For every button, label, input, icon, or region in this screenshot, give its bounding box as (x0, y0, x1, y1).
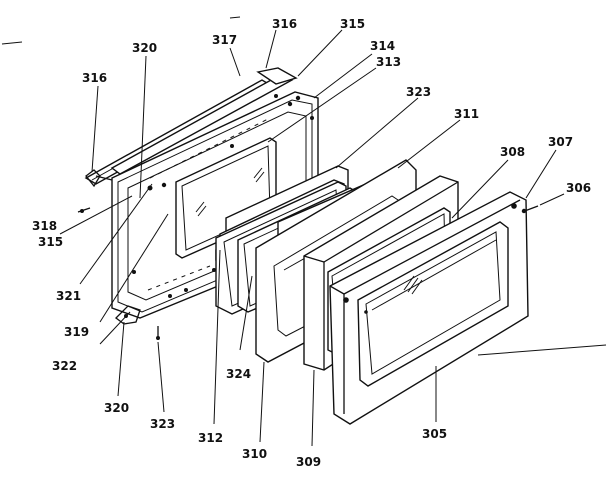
callout-317: 317 (212, 33, 237, 47)
callout-311: 311 (454, 107, 479, 121)
scan-marks (1, 16, 607, 356)
callout-305: 305 (422, 427, 447, 441)
callout-labels: 316 320 317 316 315 314 313 323 311 308 … (32, 17, 591, 469)
callout-306: 306 (566, 181, 591, 195)
left-hinge-bracket (85, 169, 113, 188)
callout-323a: 323 (406, 85, 431, 99)
callout-314: 314 (370, 39, 395, 53)
callout-320a: 320 (132, 41, 157, 55)
callout-312: 312 (198, 431, 223, 445)
callout-319: 319 (64, 325, 89, 339)
callout-308: 308 (500, 145, 525, 159)
callout-321: 321 (56, 289, 81, 303)
leader-lines (59, 29, 565, 447)
callout-307: 307 (548, 135, 573, 149)
screws (77, 207, 160, 340)
top-trim-strip (84, 67, 298, 185)
callout-316a: 316 (82, 71, 107, 85)
callout-313: 313 (376, 55, 401, 69)
screw-306 (521, 205, 539, 214)
callout-315b: 315 (38, 235, 63, 249)
callout-318: 318 (32, 219, 57, 233)
callout-315a: 315 (340, 17, 365, 31)
callout-320b: 320 (104, 401, 129, 415)
outer-door-305 (329, 191, 529, 425)
callout-316b: 316 (272, 17, 297, 31)
callout-310: 310 (242, 447, 267, 461)
callout-323b: 323 (150, 417, 175, 431)
callout-324: 324 (226, 367, 251, 381)
callout-309: 309 (296, 455, 321, 469)
callout-322: 322 (52, 359, 77, 373)
